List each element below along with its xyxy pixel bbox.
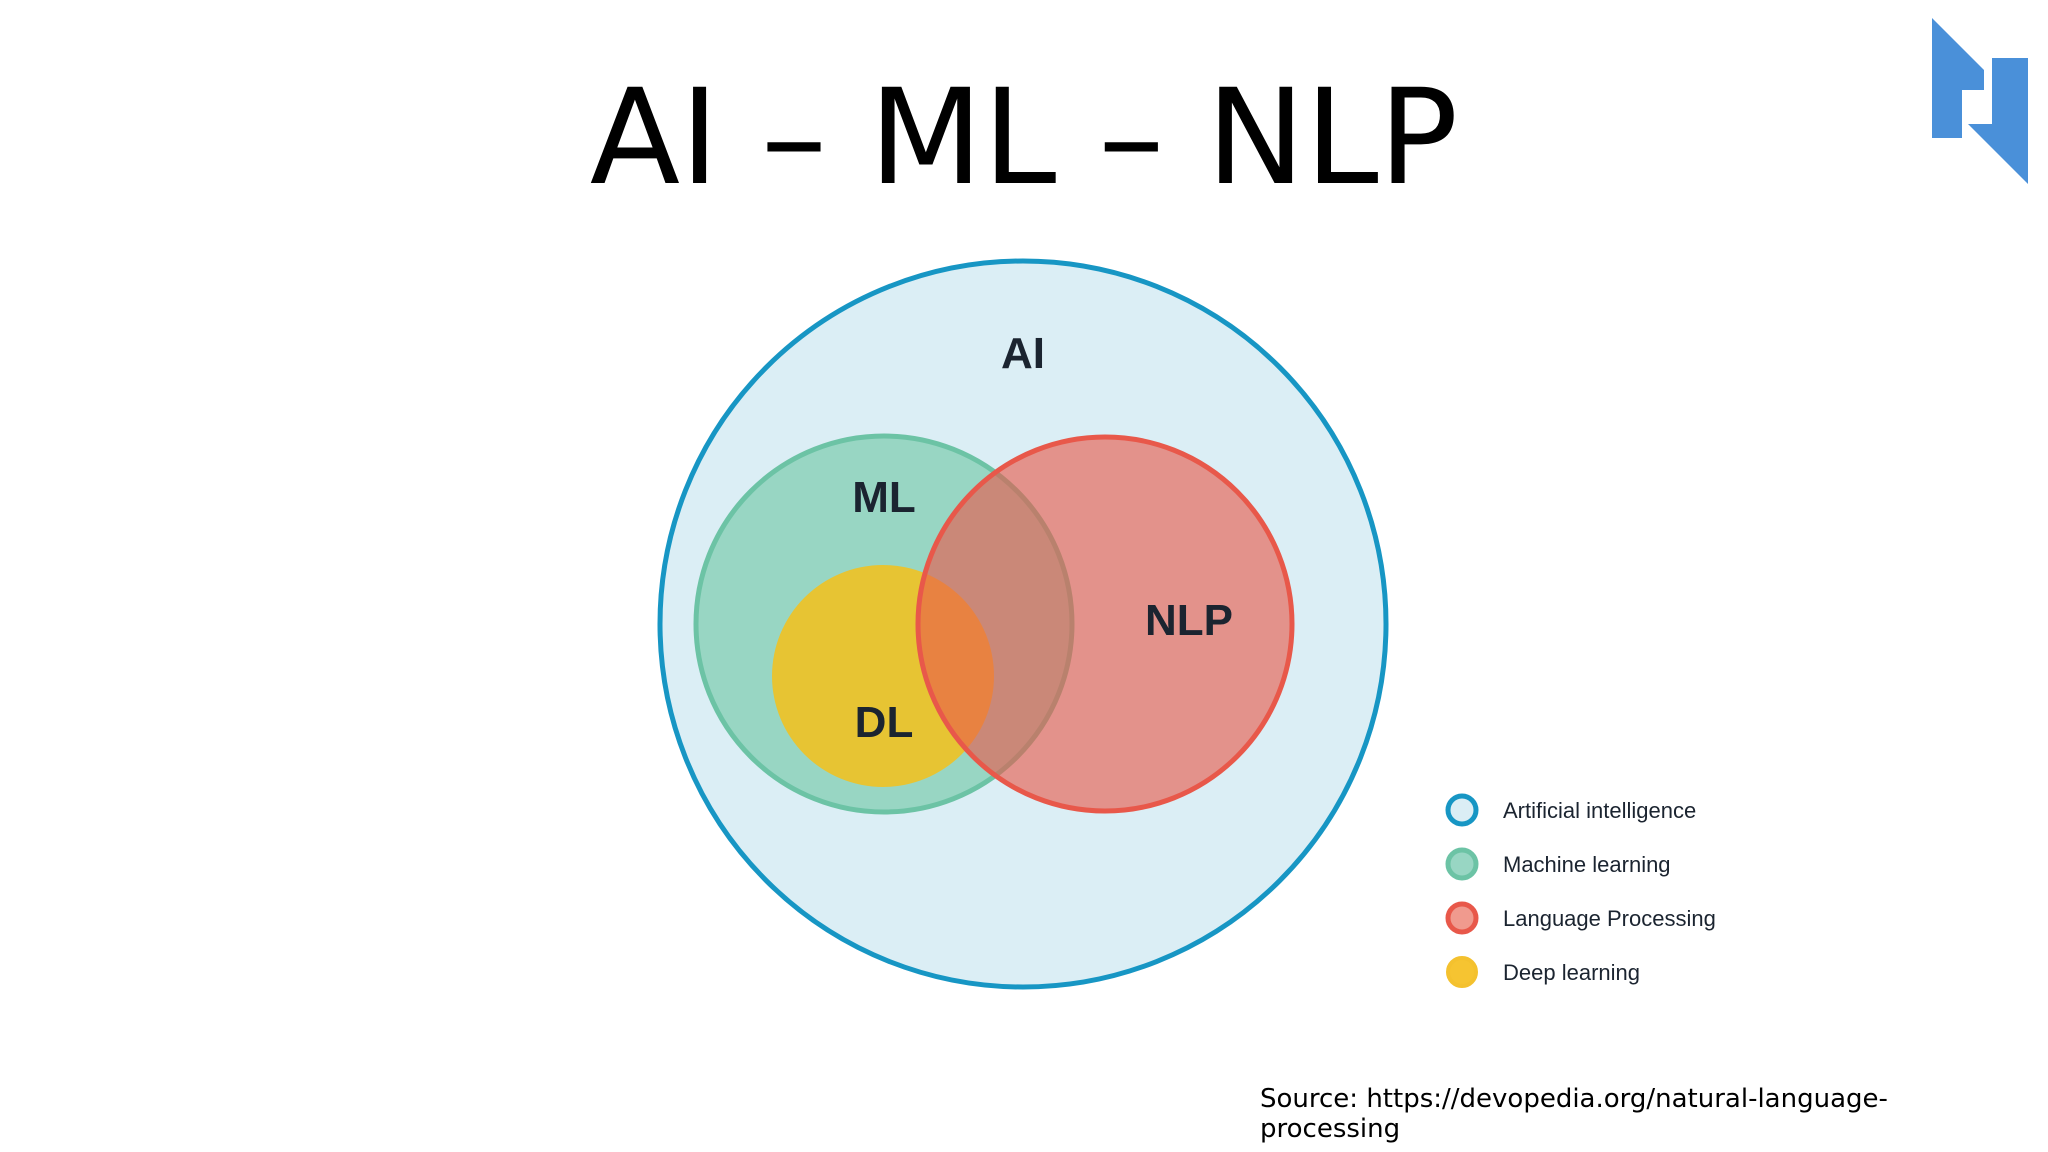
nlp-circle-label: NLP	[1145, 596, 1233, 645]
nlp-circle	[915, 434, 1295, 814]
legend-item-nlp: Language Processing	[1445, 901, 1716, 935]
legend-label-ai: Artificial intelligence	[1503, 798, 1696, 823]
legend: Artificial intelligence Machine learning…	[1445, 793, 1716, 988]
slide-title: AI – ML – NLP	[589, 61, 1459, 215]
legend-label-ml: Machine learning	[1503, 852, 1671, 877]
legend-swatch-dl	[1446, 956, 1478, 988]
dl-circle-label: DL	[855, 698, 914, 747]
legend-item-dl: Deep learning	[1446, 956, 1640, 988]
legend-label-dl: Deep learning	[1503, 960, 1640, 985]
ai-circle-label: AI	[1001, 329, 1045, 378]
legend-label-nlp: Language Processing	[1503, 906, 1716, 931]
legend-swatch-ai	[1445, 793, 1479, 827]
legend-item-ml: Machine learning	[1445, 847, 1671, 881]
legend-item-ai: Artificial intelligence	[1445, 793, 1696, 827]
brand-logo-icon	[1932, 18, 2028, 184]
legend-swatch-ml	[1445, 847, 1479, 881]
legend-swatch-nlp	[1445, 901, 1479, 935]
ml-circle-label: ML	[852, 473, 916, 522]
source-citation: Source: https://devopedia.org/natural-la…	[1260, 1084, 1888, 1144]
